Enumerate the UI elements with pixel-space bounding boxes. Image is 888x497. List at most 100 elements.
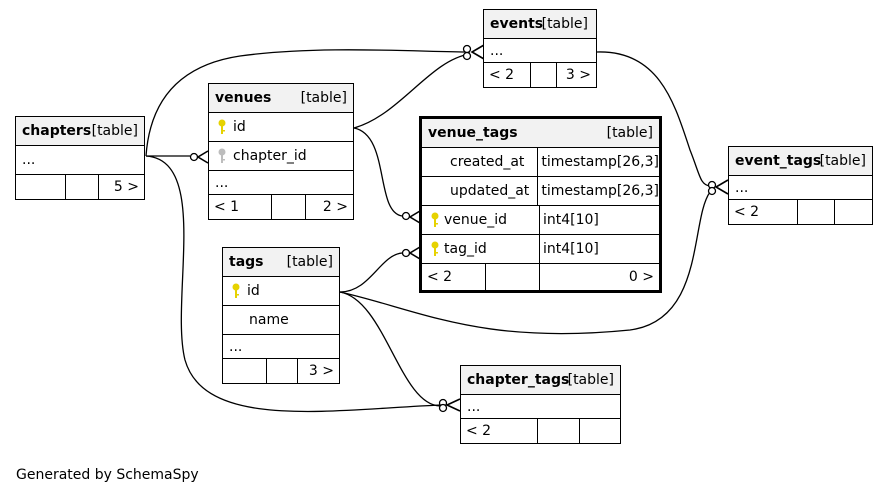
nav-parents[interactable]: < 1 xyxy=(209,195,272,219)
nav-middle xyxy=(66,175,99,199)
ellipsis: ... xyxy=(490,42,504,59)
table-header: event_tags [table] xyxy=(729,147,872,176)
nav-children[interactable]: 2 > xyxy=(322,199,348,215)
table-type: [table] xyxy=(300,90,347,106)
column-row: chapter_id xyxy=(209,142,353,171)
column-type: timestamp[26,3] xyxy=(541,183,659,199)
footer-credit: Generated by SchemaSpy xyxy=(16,467,199,483)
relationship-nav: 3 > xyxy=(223,359,339,383)
marker-circle xyxy=(462,44,472,54)
table-header: chapter_tags [table] xyxy=(461,366,620,395)
table-name: tags xyxy=(229,254,264,270)
nav-parents[interactable]: < 2 xyxy=(729,200,798,224)
more-columns-row: ... xyxy=(484,39,596,63)
primary-key-icon xyxy=(217,119,227,135)
crowfoot xyxy=(196,150,209,164)
table-events[interactable]: events [table] ... < 2 3 > xyxy=(483,9,597,88)
column-row: id xyxy=(223,277,339,306)
primary-key-icon xyxy=(231,283,241,299)
table-type: [table] xyxy=(606,125,653,141)
table-tags[interactable]: tags [table] id name ... 3 > xyxy=(222,247,340,384)
edge-venues-events xyxy=(353,53,471,129)
marker-circle xyxy=(707,186,717,196)
column-type: timestamp[26,3] xyxy=(541,154,659,170)
edge-tags-venuetags xyxy=(339,252,403,293)
table-name: chapter_tags xyxy=(467,372,570,388)
nav-parents[interactable]: < 2 xyxy=(461,419,538,443)
crowfoot xyxy=(408,210,421,224)
table-header: venue_tags [table] xyxy=(422,119,659,148)
nav-children[interactable]: 5 > xyxy=(113,179,139,195)
column-type: int4[10] xyxy=(543,241,599,257)
crowfoot xyxy=(470,44,485,60)
nav-children[interactable] xyxy=(580,419,620,443)
nav-middle xyxy=(272,195,306,219)
nav-parents[interactable]: < 2 xyxy=(484,63,531,87)
table-header: tags [table] xyxy=(223,248,339,277)
nav-children[interactable]: 3 > xyxy=(565,67,591,83)
table-type: [table] xyxy=(819,153,866,169)
nav-parents[interactable] xyxy=(223,359,267,383)
more-columns-row: ... xyxy=(223,335,339,359)
crowfoot xyxy=(445,398,461,412)
foreign-key-icon xyxy=(217,148,227,164)
table-chapters[interactable]: chapters [table] ... 5 > xyxy=(15,116,145,200)
crowfoot xyxy=(408,246,421,260)
edge-tags-chaptertags xyxy=(339,291,441,407)
nav-children[interactable]: 0 > xyxy=(628,269,654,285)
table-venue-tags[interactable]: venue_tags [table] created_at timestamp[… xyxy=(419,116,662,293)
column-row: tag_id int4[10] xyxy=(422,235,659,264)
nav-middle xyxy=(531,63,557,87)
column-type: int4[10] xyxy=(543,212,599,228)
column-row: venue_id int4[10] xyxy=(422,206,659,235)
crowfoot xyxy=(714,179,729,195)
relationship-nav: 5 > xyxy=(16,175,144,199)
column-row: name xyxy=(223,306,339,335)
table-name: venues xyxy=(215,90,272,106)
column-name: chapter_id xyxy=(233,148,307,164)
table-name: chapters xyxy=(22,123,92,139)
relationship-nav: < 2 xyxy=(461,419,620,443)
table-name: venue_tags xyxy=(428,125,518,141)
nav-middle xyxy=(798,200,835,224)
primary-key-icon xyxy=(430,241,440,257)
edge-tags-eventtags xyxy=(339,191,711,335)
more-columns-row: ... xyxy=(16,146,144,175)
column-name: name xyxy=(249,312,289,328)
nav-parents[interactable]: < 2 xyxy=(422,264,486,290)
table-header: events [table] xyxy=(484,10,596,39)
ellipsis: ... xyxy=(215,174,229,191)
nav-middle xyxy=(267,359,298,383)
column-name: tag_id xyxy=(444,241,487,257)
marker-circle xyxy=(401,211,411,221)
column-row: id xyxy=(209,113,353,142)
nav-children[interactable]: 3 > xyxy=(308,363,334,379)
ellipsis: ... xyxy=(735,179,749,196)
marker-circle xyxy=(438,403,448,413)
ellipsis: ... xyxy=(22,152,36,168)
marker-circle xyxy=(462,51,472,61)
edge-events-eventtags xyxy=(596,51,711,187)
nav-parents[interactable] xyxy=(16,175,66,199)
relationship-nav: < 2 0 > xyxy=(422,264,659,290)
relationship-nav: < 1 2 > xyxy=(209,195,353,219)
column-name: id xyxy=(233,119,246,135)
relationship-nav: < 2 xyxy=(729,200,872,224)
table-venues[interactable]: venues [table] id chapter_id ... < 1 2 > xyxy=(208,83,354,220)
table-header: venues [table] xyxy=(209,84,353,113)
table-chapter-tags[interactable]: chapter_tags [table] ... < 2 xyxy=(460,365,621,444)
table-event-tags[interactable]: event_tags [table] ... < 2 xyxy=(728,146,873,225)
column-row: created_at timestamp[26,3] xyxy=(422,148,659,177)
nav-middle xyxy=(486,264,540,290)
nav-children[interactable] xyxy=(835,200,872,224)
column-name: id xyxy=(247,283,260,299)
edge-chapters-events xyxy=(145,49,471,157)
more-columns-row: ... xyxy=(729,176,872,200)
ellipsis: ... xyxy=(229,338,243,355)
table-type: [table] xyxy=(567,372,614,388)
edge-venues-venuetags xyxy=(353,127,403,217)
more-columns-row: ... xyxy=(209,171,353,195)
table-header: chapters [table] xyxy=(16,117,144,146)
primary-key-icon xyxy=(430,212,440,228)
